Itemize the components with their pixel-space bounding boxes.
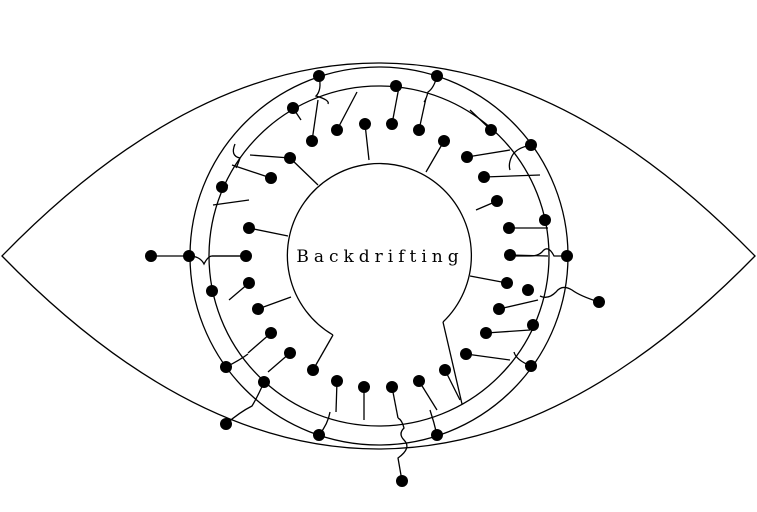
hub-gap-right — [442, 321, 463, 405]
node-dot — [396, 475, 408, 487]
node-dot — [220, 418, 232, 430]
node-dot — [386, 381, 398, 393]
node-dot — [413, 375, 425, 387]
hub-gap-left — [312, 334, 334, 371]
node-dot — [240, 250, 252, 262]
node-dot — [359, 118, 371, 130]
node-dot — [183, 250, 195, 262]
node-dot — [461, 151, 473, 163]
node-dot — [525, 360, 537, 372]
node-dot — [307, 364, 319, 376]
wire-bottom-out — [397, 417, 408, 482]
node-dot — [265, 172, 277, 184]
node-dot — [525, 139, 537, 151]
ring-spoke — [231, 164, 272, 179]
node-dot — [252, 303, 264, 315]
node-group — [145, 70, 605, 487]
node-dot — [522, 284, 534, 296]
ring-spoke — [485, 329, 531, 334]
middle-ring — [208, 85, 550, 427]
node-dot — [206, 285, 218, 297]
wire-right-out — [539, 286, 600, 303]
node-dot — [243, 277, 255, 289]
node-dot — [501, 277, 513, 289]
node-dot — [306, 135, 318, 147]
ring-spoke — [465, 353, 511, 361]
node-dot — [493, 303, 505, 315]
ring-spoke — [249, 154, 291, 159]
node-dot — [284, 347, 296, 359]
node-dot — [258, 376, 270, 388]
node-dot — [431, 70, 443, 82]
wire-top-left — [314, 75, 329, 105]
node-dot — [331, 375, 343, 387]
ring-spoke — [336, 91, 358, 131]
eye-outline — [1, 62, 756, 450]
ring-spoke — [483, 174, 541, 178]
wire-left — [151, 255, 246, 266]
node-dot — [561, 250, 573, 262]
node-dot — [460, 348, 472, 360]
node-dot — [485, 124, 497, 136]
node-dot — [539, 214, 551, 226]
node-dot — [313, 429, 325, 441]
node-dot — [438, 135, 450, 147]
hub-spoke — [289, 157, 319, 186]
hub-spoke — [248, 227, 289, 237]
wire-lower-left-out — [225, 381, 265, 425]
inner-hub — [286, 162, 472, 336]
center-label: Backdrifting — [296, 247, 463, 267]
ring-spoke — [212, 199, 250, 206]
node-dot — [413, 124, 425, 136]
ring-spoke — [311, 99, 319, 142]
ring-spoke — [391, 86, 400, 125]
wire-top-right — [423, 75, 438, 103]
node-dot — [313, 70, 325, 82]
ring-spoke — [466, 149, 511, 158]
node-dot — [145, 250, 157, 262]
node-dot — [284, 152, 296, 164]
node-dot — [593, 296, 605, 308]
wire-upper-left — [232, 143, 241, 169]
node-dot — [220, 361, 232, 373]
hub-spoke — [364, 123, 370, 161]
node-dot — [265, 327, 277, 339]
ring-spoke — [498, 299, 539, 310]
node-dot — [216, 181, 228, 193]
node-dot — [478, 171, 490, 183]
wire-upper-right — [508, 144, 532, 171]
node-dot — [431, 429, 443, 441]
node-dot — [358, 381, 370, 393]
node-dot — [386, 118, 398, 130]
node-dot — [504, 249, 516, 261]
node-dot — [287, 102, 299, 114]
node-dot — [439, 364, 451, 376]
node-dot — [503, 222, 515, 234]
hub-spoke — [469, 275, 508, 284]
wire-right — [510, 248, 567, 257]
node-dot — [390, 80, 402, 92]
node-dot — [527, 319, 539, 331]
node-dot — [243, 222, 255, 234]
spoke-group — [151, 75, 600, 482]
node-dot — [491, 195, 503, 207]
node-dot — [331, 124, 343, 136]
node-dot — [480, 327, 492, 339]
